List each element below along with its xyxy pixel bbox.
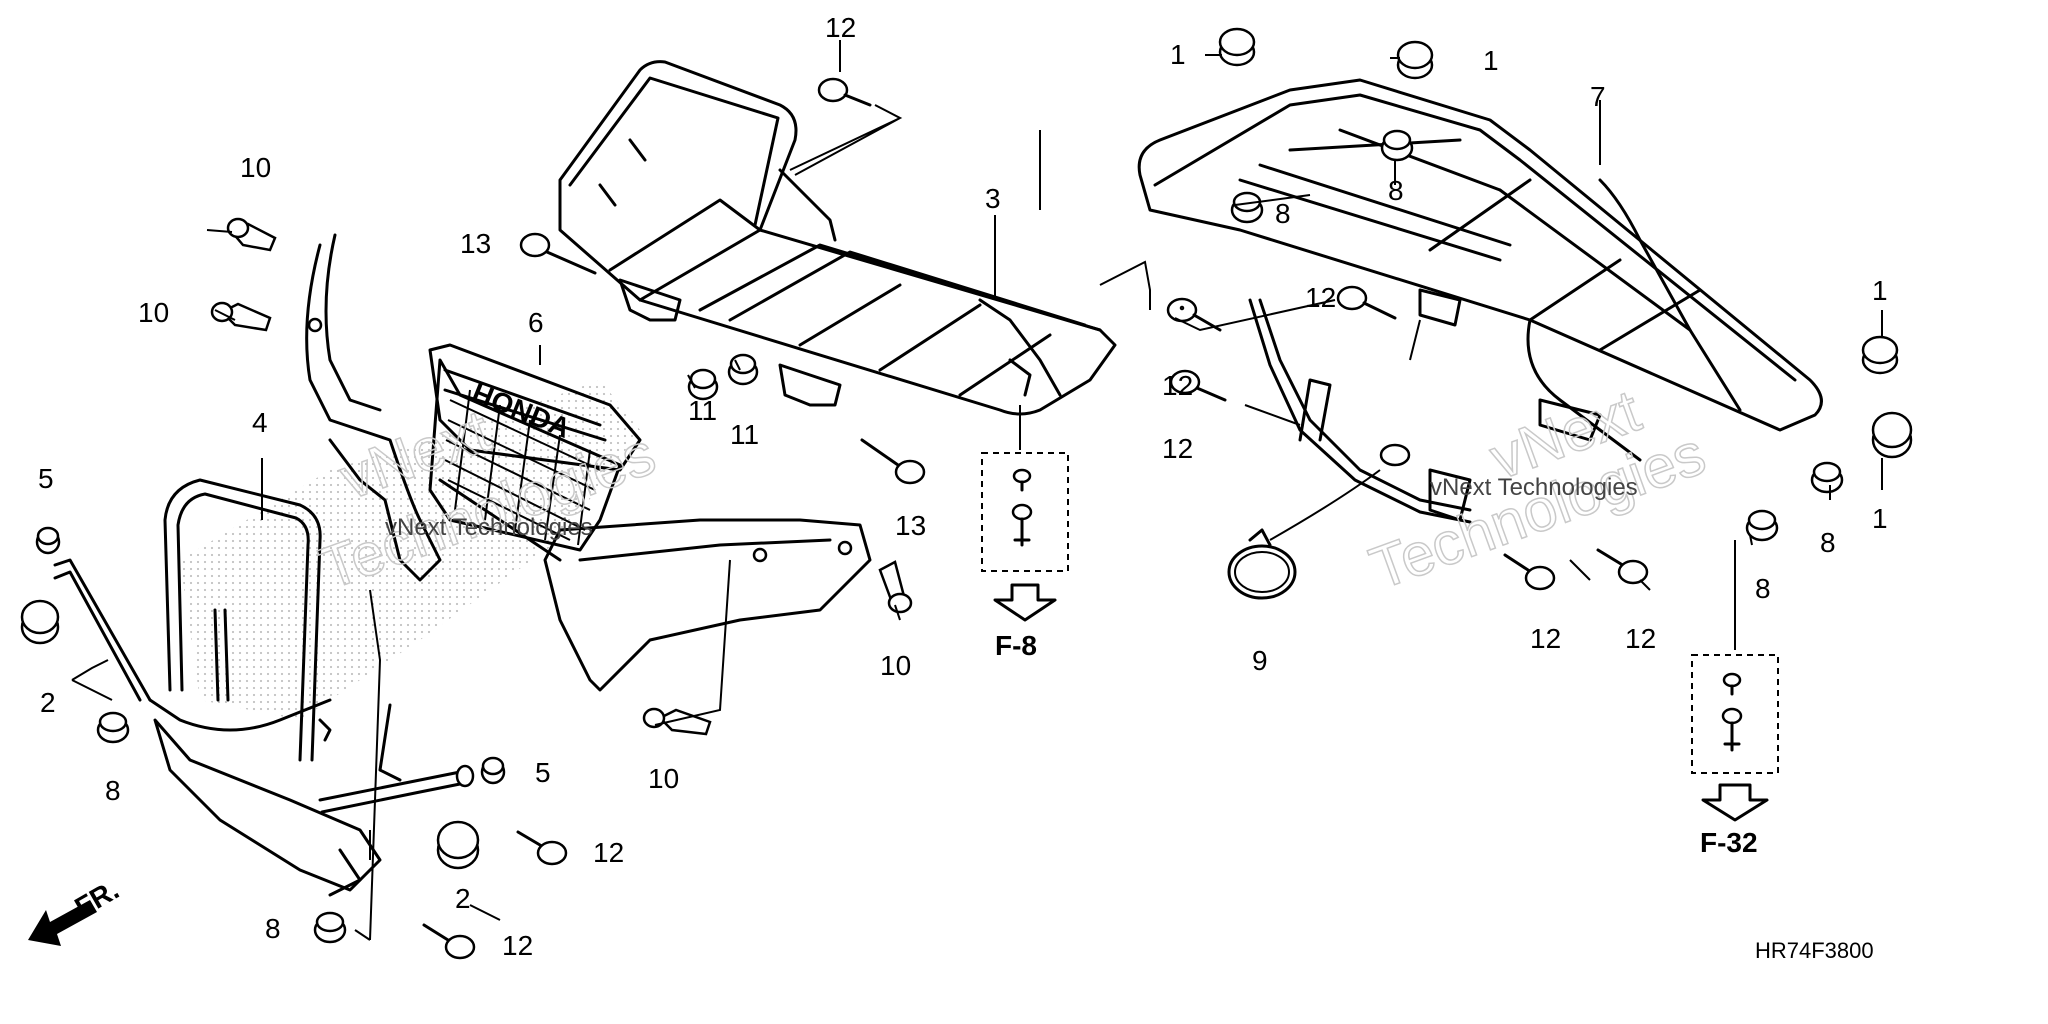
- callout-11[interactable]: 11: [688, 395, 717, 426]
- clip-10d[interactable]: [642, 707, 712, 736]
- bolt-12g[interactable]: [516, 830, 568, 866]
- f32-dashed-box: [1691, 654, 1779, 774]
- callout-12[interactable]: 12: [502, 930, 533, 961]
- callout-13[interactable]: 13: [895, 510, 926, 541]
- hose-band[interactable]: [1227, 528, 1297, 600]
- grommet-1a[interactable]: [1218, 27, 1256, 67]
- cap-5a[interactable]: [35, 526, 61, 555]
- front-cover-panel[interactable]: [305, 233, 872, 692]
- front-direction-arrow-icon: [28, 900, 97, 946]
- rear-carrier-rack[interactable]: [1137, 78, 1823, 524]
- clip-10b[interactable]: [210, 301, 272, 332]
- callout-4[interactable]: 4: [252, 407, 268, 438]
- callout-5[interactable]: 5: [38, 463, 54, 494]
- callout-1[interactable]: 1: [1170, 39, 1186, 70]
- callout-8[interactable]: 8: [1820, 527, 1836, 558]
- grommet-2a[interactable]: [20, 599, 60, 645]
- reference-f32[interactable]: F-32: [1700, 827, 1758, 858]
- bolt-12d[interactable]: [1169, 305, 1227, 402]
- grommet-2b[interactable]: [436, 820, 480, 870]
- callout-6[interactable]: 6: [528, 307, 544, 338]
- nut-8c[interactable]: [1230, 191, 1264, 224]
- grommet-1c[interactable]: [1861, 335, 1899, 375]
- grommet-1d[interactable]: [1871, 411, 1913, 459]
- bolt-12h[interactable]: [422, 923, 476, 960]
- bolt-13a[interactable]: [519, 232, 597, 275]
- clip-10c[interactable]: [878, 560, 913, 614]
- callout-9[interactable]: 9: [1252, 645, 1268, 676]
- callout-13[interactable]: 13: [460, 228, 491, 259]
- bolt-12c[interactable]: [1336, 285, 1397, 320]
- callout-12[interactable]: 12: [593, 837, 624, 868]
- bolt-13b[interactable]: [860, 438, 926, 485]
- callout-2[interactable]: 2: [40, 687, 56, 718]
- callout-1[interactable]: 1: [1872, 275, 1888, 306]
- reference-f8[interactable]: F-8: [995, 630, 1037, 661]
- grommet-1b[interactable]: [1396, 40, 1434, 80]
- nut-8a[interactable]: [96, 711, 130, 744]
- callout-5[interactable]: 5: [535, 757, 551, 788]
- f32-arrow-icon: [1701, 783, 1769, 822]
- callout-10[interactable]: 10: [880, 650, 911, 681]
- callout-8[interactable]: 8: [265, 913, 281, 944]
- callout-10[interactable]: 10: [240, 152, 271, 183]
- bolt-12f[interactable]: [1596, 548, 1649, 585]
- callout-12[interactable]: 12: [825, 12, 856, 43]
- dot-watermark: [180, 380, 640, 720]
- collar-11a[interactable]: [687, 368, 719, 401]
- callout-8[interactable]: 8: [1755, 573, 1771, 604]
- f8-arrow-icon: [993, 583, 1057, 622]
- front-carrier-rack[interactable]: [558, 60, 1117, 416]
- collar-11b[interactable]: [727, 353, 759, 386]
- watermark-2a: vNext Technologies: [385, 514, 593, 541]
- nut-8b[interactable]: [313, 911, 347, 944]
- callout-8[interactable]: 8: [105, 775, 121, 806]
- nut-8e[interactable]: [1745, 509, 1779, 542]
- callout-12[interactable]: 12: [1305, 282, 1336, 313]
- callout-labels: 1 1 1 1 2 2 3 4 5 5 6 7 8 8 8 8 8 8 9 10…: [38, 12, 1888, 961]
- callout-7[interactable]: 7: [1590, 81, 1606, 112]
- leader-lines: [71, 40, 1883, 941]
- callout-10[interactable]: 10: [138, 297, 169, 328]
- callout-12[interactable]: 12: [1625, 623, 1656, 654]
- callout-8[interactable]: 8: [1388, 175, 1404, 206]
- callout-2[interactable]: 2: [455, 883, 471, 914]
- callout-12[interactable]: 12: [1162, 370, 1193, 401]
- bolt-12b[interactable]: [1166, 297, 1222, 332]
- f8-dashed-box: [981, 452, 1069, 572]
- diagram-code: HR74F3800: [1755, 938, 1874, 963]
- callout-3[interactable]: 3: [985, 183, 1001, 214]
- front-guard-pipe[interactable]: [53, 478, 475, 897]
- nut-8f[interactable]: [1810, 461, 1844, 494]
- callout-1[interactable]: 1: [1483, 45, 1499, 76]
- callout-1[interactable]: 1: [1872, 503, 1888, 534]
- callout-11[interactable]: 11: [730, 419, 759, 450]
- clip-10a[interactable]: [226, 217, 277, 252]
- callout-12[interactable]: 12: [1530, 623, 1561, 654]
- callout-8[interactable]: 8: [1275, 198, 1291, 229]
- cap-5b[interactable]: [480, 756, 506, 785]
- callout-10[interactable]: 10: [648, 763, 679, 794]
- bolt-12a[interactable]: [817, 77, 872, 107]
- nut-8d[interactable]: [1380, 129, 1414, 162]
- bolt-12e[interactable]: [1503, 553, 1556, 591]
- callout-12[interactable]: 12: [1162, 433, 1193, 464]
- watermark-3: vNext Technologies: [1430, 474, 1638, 501]
